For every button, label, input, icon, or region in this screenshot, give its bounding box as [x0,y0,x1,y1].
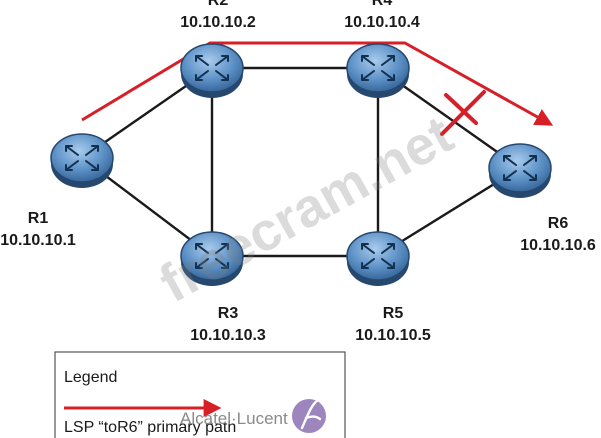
router-r6-icon [488,143,552,198]
legend-box: Legend LSP “toR6” primary path [54,351,346,438]
router-r1-name: R1 [28,210,49,227]
alcatel-lucent-branding: Alcatel·Lucent [180,398,326,433]
router-r4-ip: 10.10.10.4 [344,14,420,31]
brand-name: Alcatel·Lucent [180,409,288,428]
legend-lsp-label: LSP “toR6” primary path [64,419,236,436]
link-failure-x-icon [440,90,486,136]
routers-layer [50,43,552,286]
watermark-text: freecram.net [150,104,463,314]
router-r2-icon [180,43,244,98]
router-r4-name: R4 [372,0,393,9]
router-r3-name: R3 [218,305,239,322]
router-r6-name: R6 [548,215,569,232]
router-r1-ip: 10.10.10.1 [0,232,76,249]
router-r3-icon [180,231,244,286]
legend-title: Legend [64,369,117,386]
router-r5-icon [346,231,410,286]
router-r6-ip: 10.10.10.6 [520,237,596,254]
router-r2-ip: 10.10.10.2 [180,14,256,31]
router-r4-icon [346,43,410,98]
router-r1-icon [50,133,114,188]
router-r5-name: R5 [383,305,404,322]
router-r3-ip: 10.10.10.3 [190,327,266,344]
lsp-primary-path-arrow [81,41,554,126]
router-r5-ip: 10.10.10.5 [355,327,431,344]
labels-layer: R1 10.10.10.1 R2 10.10.10.2R3 10.10.10.3 R4 10… [0,0,596,344]
router-r2-name: R2 [208,0,229,9]
